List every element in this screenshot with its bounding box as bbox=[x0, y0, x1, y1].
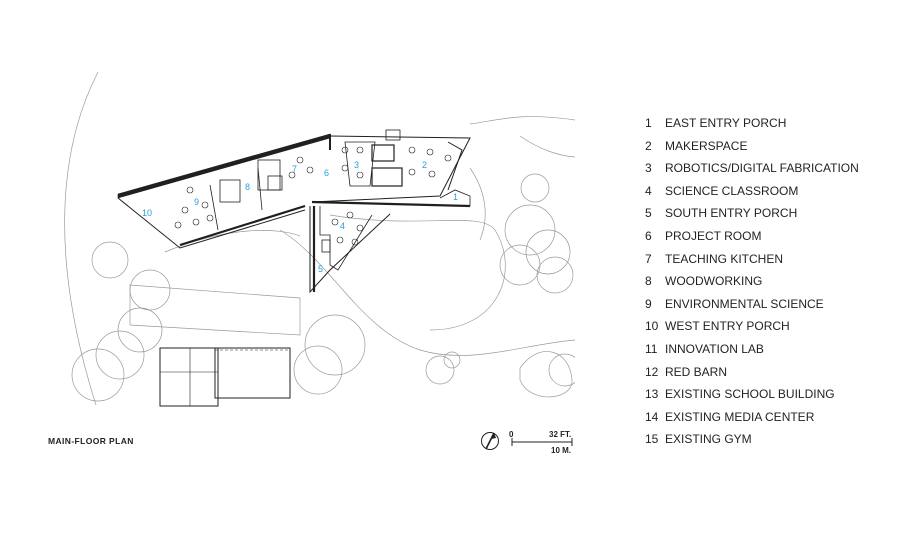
legend-room-name: ENVIRONMENTAL SCIENCE bbox=[665, 296, 824, 311]
legend-item: 2 MAKERSPACE bbox=[645, 135, 859, 158]
table-cluster bbox=[341, 146, 364, 179]
plan-title: MAIN-FLOOR PLAN bbox=[48, 436, 134, 446]
site-lawn bbox=[329, 214, 506, 331]
room-label-9: 9 bbox=[194, 197, 199, 207]
site-context bbox=[64, 71, 575, 405]
west-wing-outline bbox=[117, 133, 331, 199]
legend-item: 14 EXISTING MEDIA CENTER bbox=[645, 406, 859, 429]
legend-number: 2 bbox=[645, 138, 652, 153]
north-arrow bbox=[481, 432, 499, 450]
legend-item: 8 WOODWORKING bbox=[645, 270, 859, 293]
table-cluster bbox=[331, 211, 364, 246]
legend-number: 3 bbox=[645, 161, 652, 176]
tree bbox=[504, 204, 556, 256]
site-path-north bbox=[519, 135, 575, 158]
site-arc-west bbox=[64, 71, 99, 405]
legend-room-name: RED BARN bbox=[665, 364, 728, 379]
tree bbox=[129, 269, 171, 311]
legend-room-name: SCIENCE CLASSROOM bbox=[665, 183, 799, 198]
room-label-6: 6 bbox=[324, 168, 329, 178]
tree bbox=[520, 173, 550, 203]
legend-number: 9 bbox=[645, 296, 652, 311]
tree bbox=[425, 355, 455, 385]
legend-item: 12 RED BARN bbox=[645, 361, 859, 384]
legend-number: 5 bbox=[645, 206, 652, 221]
room-label-7: 7 bbox=[292, 164, 297, 174]
legend-room-name: TEACHING KITCHEN bbox=[665, 251, 784, 266]
legend-item: 11 INNOVATION LAB bbox=[645, 338, 859, 361]
legend-item: 4 SCIENCE CLASSROOM bbox=[645, 180, 859, 203]
legend-item: 1 EAST ENTRY PORCH bbox=[645, 112, 859, 135]
legend-room-name: SOUTH ENTRY PORCH bbox=[665, 206, 798, 221]
tree bbox=[95, 330, 145, 380]
scale-bar: 0 32 FT. 10 M. bbox=[509, 430, 573, 455]
legend-item: 3 ROBOTICS/DIGITAL FABRICATION bbox=[645, 157, 859, 180]
tree bbox=[117, 307, 163, 353]
legend-number: 11 bbox=[645, 341, 658, 356]
site-walk bbox=[469, 167, 486, 241]
site-road-west bbox=[164, 230, 301, 253]
room-label-4: 4 bbox=[340, 221, 345, 231]
legend-room-name: MAKERSPACE bbox=[665, 138, 748, 153]
room-label-8: 8 bbox=[245, 182, 250, 192]
site-track bbox=[129, 284, 301, 336]
legend-room-name: WOODWORKING bbox=[665, 274, 763, 289]
legend-item: 10 WEST ENTRY PORCH bbox=[645, 315, 859, 338]
legend-room-name: WEST ENTRY PORCH bbox=[665, 319, 790, 334]
scale-start-label: 0 bbox=[509, 430, 514, 439]
legend-number: 6 bbox=[645, 228, 652, 243]
table-cluster bbox=[408, 146, 452, 178]
legend-number: 4 bbox=[645, 183, 652, 198]
scale-meters-label: 10 M. bbox=[551, 446, 571, 455]
tree bbox=[293, 345, 343, 395]
legend-item: 13 EXISTING SCHOOL BUILDING bbox=[645, 383, 859, 406]
legend-item: 6 PROJECT ROOM bbox=[645, 225, 859, 248]
site-blob bbox=[519, 351, 573, 398]
legend-room-name: EXISTING MEDIA CENTER bbox=[665, 409, 815, 424]
legend-item: 15 EXISTING GYM bbox=[645, 428, 859, 451]
tree bbox=[91, 241, 129, 279]
legend-item: 5 SOUTH ENTRY PORCH bbox=[645, 202, 859, 225]
tree bbox=[304, 314, 366, 376]
legend-room-name: INNOVATION LAB bbox=[665, 341, 764, 356]
site-arc-east bbox=[469, 116, 575, 125]
room-label-1: 1 bbox=[453, 192, 458, 202]
legend-room-name: EAST ENTRY PORCH bbox=[665, 116, 787, 130]
table-cluster bbox=[174, 186, 214, 229]
legend-number: 7 bbox=[645, 251, 652, 266]
legend-item: 9 ENVIRONMENTAL SCIENCE bbox=[645, 293, 859, 316]
legend-item: 7 TEACHING KITCHEN bbox=[645, 248, 859, 271]
room-label-2: 2 bbox=[422, 160, 427, 170]
legend-room-name: EXISTING GYM bbox=[665, 432, 752, 447]
legend-number: 14 bbox=[645, 409, 659, 424]
tree bbox=[525, 229, 571, 275]
room-number-labels: 1 2 3 4 5 6 7 8 9 10 bbox=[142, 160, 458, 274]
legend-room-name: ROBOTICS/DIGITAL FABRICATION bbox=[665, 161, 859, 176]
legend-number: 15 bbox=[645, 432, 659, 447]
legend-number: 10 bbox=[645, 319, 659, 334]
room-label-10: 10 bbox=[142, 208, 152, 218]
legend-number: 13 bbox=[645, 387, 659, 402]
site-road-south bbox=[279, 229, 575, 356]
legend-number: 12 bbox=[645, 364, 659, 379]
legend-number: 8 bbox=[645, 274, 652, 289]
furniture bbox=[174, 146, 452, 246]
scale-feet-label: 32 FT. bbox=[549, 430, 571, 439]
legend-number: 1 bbox=[645, 116, 652, 130]
tree bbox=[499, 244, 541, 286]
tree bbox=[71, 348, 125, 402]
tree bbox=[548, 353, 575, 387]
legend-room-name: EXISTING SCHOOL BUILDING bbox=[665, 387, 835, 402]
building-walls bbox=[117, 129, 471, 294]
legend-room-name: PROJECT ROOM bbox=[665, 228, 762, 243]
room-label-5: 5 bbox=[318, 264, 323, 274]
room-label-3: 3 bbox=[354, 160, 359, 170]
existing-buildings bbox=[159, 347, 291, 407]
tree bbox=[443, 351, 461, 369]
table-cluster bbox=[288, 156, 314, 179]
tree bbox=[536, 256, 574, 294]
room-legend: 1 EAST ENTRY PORCH 2 MAKERSPACE 3 ROBOTICS/DI… bbox=[645, 112, 859, 451]
